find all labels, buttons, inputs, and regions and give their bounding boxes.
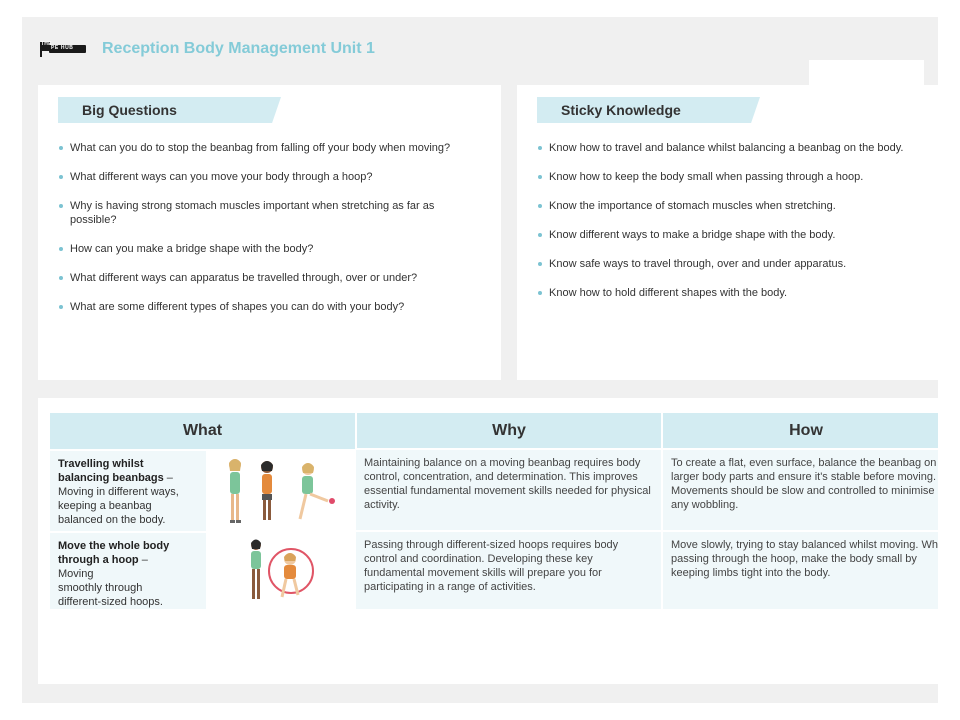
column-header-what: What bbox=[50, 413, 357, 449]
column-header-how: How bbox=[662, 413, 938, 449]
children-balancing-beanbags-illustration bbox=[206, 451, 354, 531]
page-canvas: THE PE HUB Reception Body Management Uni… bbox=[22, 17, 938, 703]
list-item: Why is having strong stomach muscles imp… bbox=[56, 199, 476, 227]
big-questions-list: What can you do to stop the beanbag from… bbox=[56, 141, 476, 329]
list-item: Know how to hold different shapes with t… bbox=[535, 286, 938, 300]
list-item: Know safe ways to travel through, over a… bbox=[535, 257, 938, 271]
what-cell: Move the whole body through a hoop – Mov… bbox=[50, 531, 356, 611]
list-item: Know how to keep the body small when pas… bbox=[535, 170, 938, 184]
big-questions-card: Big Questions What can you do to stop th… bbox=[38, 85, 501, 380]
why-cell: Maintaining balance on a moving beanbag … bbox=[356, 448, 663, 531]
list-item: What different ways can you move your bo… bbox=[56, 170, 476, 184]
big-questions-heading: Big Questions bbox=[82, 102, 177, 118]
column-header-why: Why bbox=[356, 413, 663, 449]
list-item: How can you make a bridge shape with the… bbox=[56, 242, 476, 256]
list-item: What different ways can apparatus be tra… bbox=[56, 271, 476, 285]
pe-hub-logo: THE PE HUB bbox=[40, 41, 86, 57]
why-cell: Passing through different-sized hoops re… bbox=[356, 530, 663, 609]
what-why-how-table: What Why How Travelling whilst balancing… bbox=[50, 413, 938, 611]
sticky-knowledge-list: Know how to travel and balance whilst ba… bbox=[535, 141, 938, 315]
what-cell: Travelling whilst balancing beanbags – M… bbox=[50, 449, 356, 531]
what-why-how-card: What Why How Travelling whilst balancing… bbox=[38, 398, 938, 684]
big-questions-banner: Big Questions bbox=[58, 97, 281, 123]
list-item: What can you do to stop the beanbag from… bbox=[56, 141, 476, 155]
sticky-knowledge-banner: Sticky Knowledge bbox=[537, 97, 760, 123]
list-item: Know how to travel and balance whilst ba… bbox=[535, 141, 938, 155]
table-row: Travelling whilst balancing beanbags – M… bbox=[50, 448, 938, 531]
table-row: Move the whole body through a hoop – Mov… bbox=[50, 530, 938, 611]
list-item: What are some different types of shapes … bbox=[56, 300, 476, 314]
how-cell: To create a flat, even surface, balance … bbox=[662, 448, 938, 531]
page-header: THE PE HUB Reception Body Management Uni… bbox=[40, 39, 375, 59]
what-title: Move the whole body through a hoop bbox=[58, 540, 170, 566]
what-title: Travelling whilst balancing beanbags bbox=[58, 458, 164, 484]
list-item: Know the importance of stomach muscles w… bbox=[535, 199, 938, 213]
sticky-knowledge-heading: Sticky Knowledge bbox=[561, 102, 681, 118]
children-hoop-illustration bbox=[206, 533, 354, 611]
page-title: Reception Body Management Unit 1 bbox=[102, 40, 375, 57]
blank-panel bbox=[809, 60, 924, 86]
list-item: Know different ways to make a bridge sha… bbox=[535, 228, 938, 242]
sticky-knowledge-card: Sticky Knowledge Know how to travel and … bbox=[517, 85, 938, 380]
what-description: Moving in different ways, keeping a bean… bbox=[58, 486, 179, 526]
how-cell: Move slowly, trying to stay balanced whi… bbox=[662, 530, 938, 609]
